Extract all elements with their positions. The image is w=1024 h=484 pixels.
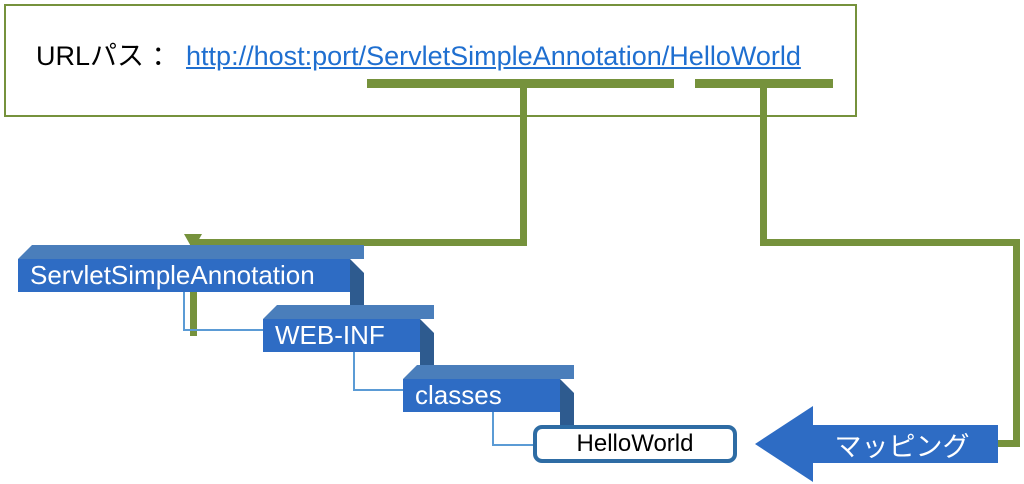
folder-label: WEB-INF — [263, 319, 420, 352]
folder-top-face — [18, 245, 364, 259]
folder-web-inf[interactable]: WEB-INF — [263, 305, 448, 366]
mapping-path-highlight — [695, 79, 833, 88]
green-connector-left-horizontal — [190, 239, 527, 246]
folder-servletsimpleannotation[interactable]: ServletSimpleAnnotation — [18, 245, 378, 306]
tree-connector-webinf-horizontal — [353, 389, 405, 391]
tree-connector-classes-vertical — [492, 412, 494, 445]
context-path-highlight — [367, 79, 674, 88]
url-link[interactable]: http://host:port/ServletSimpleAnnotation… — [186, 41, 801, 71]
green-connector-right-horizontal-top — [760, 239, 1020, 246]
tree-connector-classes-horizontal — [492, 444, 537, 446]
tree-connector-root-horizontal — [183, 329, 265, 331]
folder-label: classes — [403, 379, 560, 412]
folder-label: ServletSimpleAnnotation — [18, 259, 350, 292]
green-connector-right-vertical-bottom — [1013, 239, 1020, 444]
url-line: URLパス ： http://host:port/ServletSimpleAn… — [36, 39, 801, 73]
folder-side-face — [420, 319, 434, 366]
url-panel: URLパス ： http://host:port/ServletSimpleAn… — [4, 4, 857, 117]
tree-connector-root-vertical — [183, 292, 185, 330]
url-label: URLパス ： — [36, 41, 179, 71]
folder-side-face — [560, 379, 574, 426]
mapping-arrow[interactable]: マッピング — [755, 406, 998, 482]
folder-top-face — [263, 305, 434, 319]
green-connector-right-vertical-top — [760, 86, 767, 246]
green-connector-right-horizontal-bottom — [988, 440, 1020, 447]
class-box-helloworld[interactable]: HelloWorld — [533, 425, 737, 463]
folder-side-face — [350, 259, 364, 306]
green-connector-left-vertical-top — [520, 86, 527, 246]
class-box-label: HelloWorld — [576, 430, 694, 457]
tree-connector-webinf-vertical — [353, 352, 355, 390]
folder-classes[interactable]: classes — [403, 365, 588, 426]
folder-top-face — [403, 365, 574, 379]
left-arrow-icon — [755, 406, 998, 482]
